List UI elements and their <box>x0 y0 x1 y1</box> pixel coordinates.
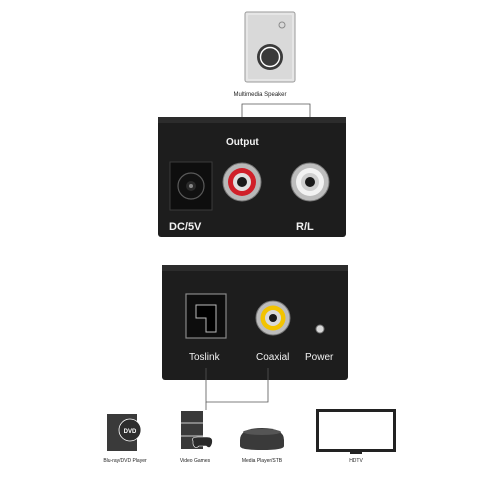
device-label-hdtv: HDTV <box>349 458 363 464</box>
media-player-icon <box>240 428 284 450</box>
device-label-dvd: Blu-ray/DVD Player <box>103 458 147 464</box>
power-led <box>315 324 325 334</box>
rl-label: R/L <box>296 221 314 233</box>
speaker-label: Multimedia Speaker <box>233 92 287 98</box>
power-label: Power <box>305 352 334 363</box>
input-connection-line <box>205 368 269 403</box>
speaker-icon <box>244 11 296 83</box>
device-label-games: Video Games <box>179 458 211 464</box>
coaxial-jack <box>255 300 291 336</box>
game-console-icon <box>181 411 213 449</box>
svg-text:DVD: DVD <box>124 429 137 435</box>
dc-jack <box>169 161 213 211</box>
tv-icon <box>316 409 396 454</box>
white-rca-jack <box>290 162 330 202</box>
device-label-media: Media Player/STB <box>241 458 283 464</box>
toslink-label: Toslink <box>189 352 220 363</box>
output-label: Output <box>226 137 259 148</box>
dvd-player-icon: DVD <box>107 414 142 451</box>
red-rca-jack <box>222 162 262 202</box>
coaxial-label: Coaxial <box>256 352 290 363</box>
dc-label: DC/5V <box>169 221 202 233</box>
toslink-port <box>185 293 227 339</box>
